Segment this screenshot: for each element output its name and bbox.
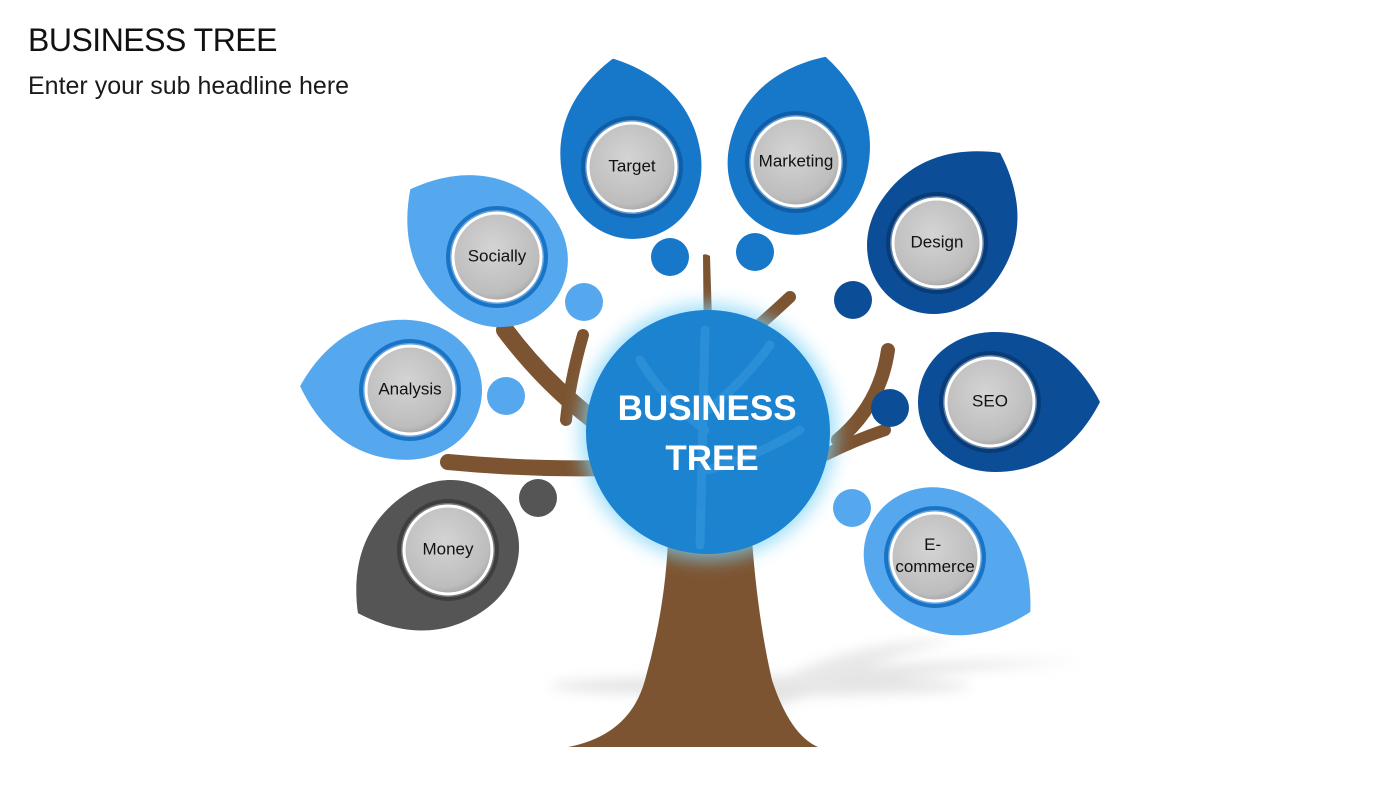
leaf-ecommerce-label-line2: commerce — [895, 557, 974, 576]
leaf-target-nub — [651, 238, 689, 276]
leaf-target[interactable]: Target — [544, 47, 713, 276]
leaf-money-nub — [519, 479, 557, 517]
leaf-socially-label: Socially — [468, 246, 527, 265]
center-title-line1: BUSINESS — [618, 389, 797, 428]
leaf-ecommerce-label-line1: E- — [924, 535, 941, 554]
leaf-seo[interactable]: SEO — [871, 332, 1100, 472]
slide-subtitle: Enter your sub headline here — [28, 72, 350, 100]
leaf-ecommerce[interactable]: E- commerce — [833, 460, 1065, 672]
center-title: BUSINESS TREE — [618, 389, 807, 478]
center-title-line2: TREE — [665, 439, 758, 478]
leaf-socially-nub — [565, 283, 603, 321]
leaf-design-nub — [834, 281, 872, 319]
leaf-marketing-nub — [736, 233, 774, 271]
leaf-analysis-label: Analysis — [378, 379, 441, 398]
leaf-marketing[interactable]: Marketing — [711, 39, 893, 271]
leaf-marketing-label: Marketing — [759, 151, 834, 170]
center-inner-branches — [635, 325, 805, 550]
leaf-money-label: Money — [422, 539, 474, 558]
leaf-seo-nub — [871, 389, 909, 427]
leaf-analysis[interactable]: Analysis — [298, 316, 525, 462]
slide-title: BUSINESS TREE — [28, 22, 277, 58]
leaf-ecommerce-label: E- commerce — [895, 535, 974, 576]
tree-shadow — [550, 640, 1080, 712]
leaf-seo-label: SEO — [972, 391, 1008, 410]
leaf-ecommerce-nub — [833, 489, 871, 527]
leaf-design-label: Design — [911, 232, 964, 251]
center-node[interactable]: BUSINESS TREE — [580, 304, 836, 560]
leaf-socially[interactable]: Socially — [367, 134, 603, 356]
leaf-design[interactable]: Design — [834, 113, 1057, 342]
leaf-target-label: Target — [608, 156, 656, 175]
leaf-analysis-nub — [487, 377, 525, 415]
leaf-money[interactable]: Money — [318, 451, 557, 670]
